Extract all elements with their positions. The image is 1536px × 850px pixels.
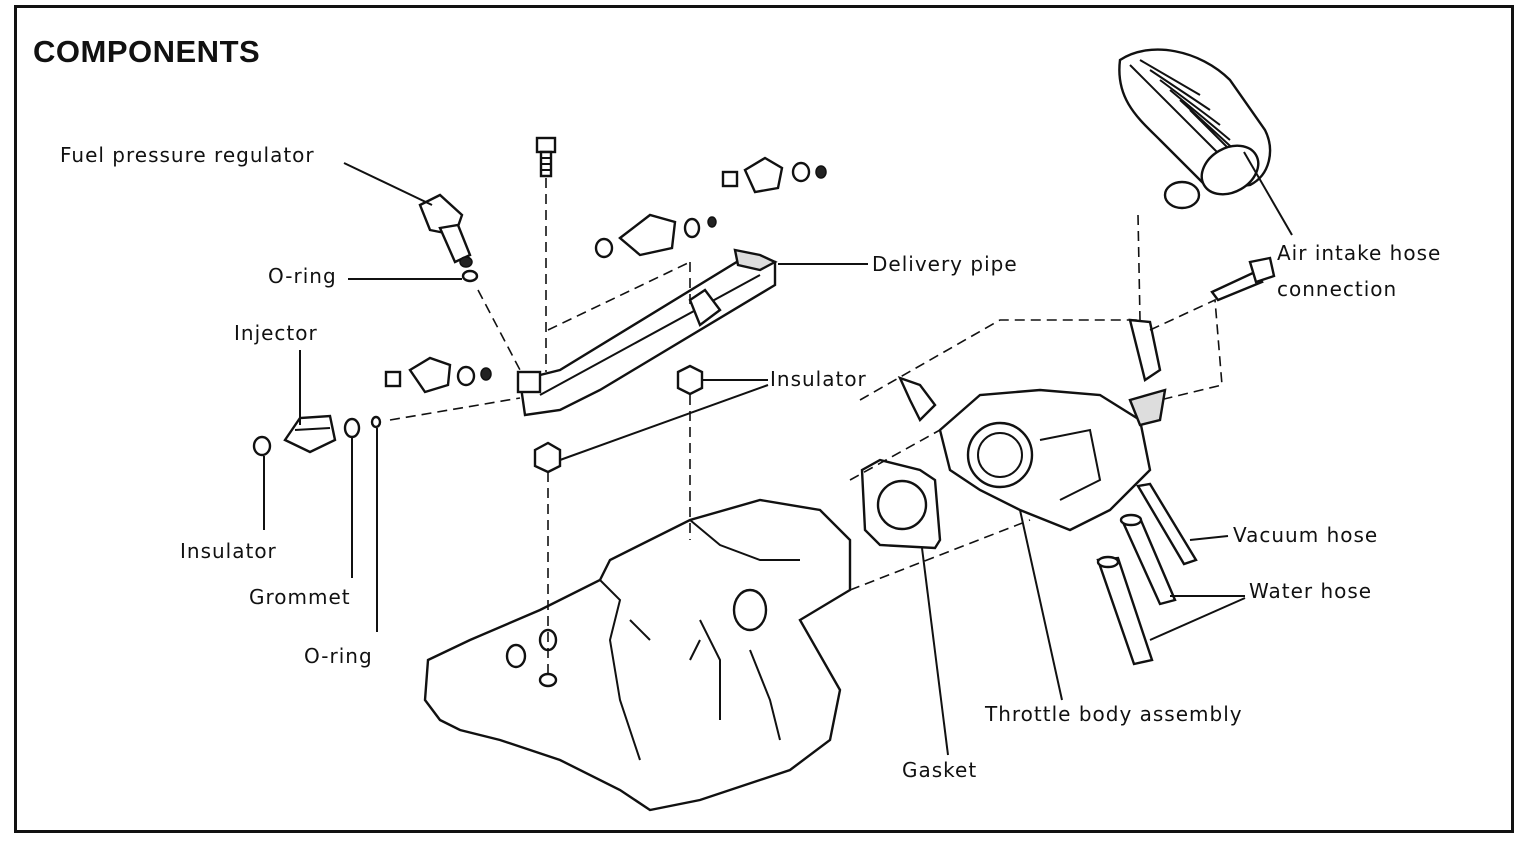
label-o-ring-bottom: O-ring bbox=[304, 644, 373, 668]
leader-lines bbox=[263, 151, 1293, 756]
injector-set-middle bbox=[384, 356, 492, 394]
delivery-pipe bbox=[516, 248, 778, 417]
injector-set-upper bbox=[594, 213, 717, 259]
throttle-bolt bbox=[1210, 256, 1276, 302]
label-injector: Injector bbox=[234, 321, 318, 345]
assembly-dashed-lines bbox=[389, 178, 1223, 680]
label-air-intake-hose: Air intake hose bbox=[1277, 241, 1442, 265]
injector-set-top bbox=[721, 156, 827, 194]
label-vacuum-hose: Vacuum hose bbox=[1233, 523, 1379, 547]
diagram-frame bbox=[14, 5, 1514, 833]
label-insulator-center: Insulator bbox=[770, 367, 867, 391]
injector-assembly-left bbox=[252, 414, 382, 457]
diagram-title: COMPONENTS bbox=[33, 34, 261, 69]
label-o-ring-top: O-ring bbox=[268, 264, 337, 288]
throttle-body bbox=[897, 318, 1167, 532]
label-water-hose: Water hose bbox=[1249, 579, 1373, 603]
bolt bbox=[535, 136, 557, 178]
label-grommet: Grommet bbox=[249, 585, 351, 609]
gasket-part bbox=[860, 458, 942, 550]
label-throttle-body-assembly: Throttle body assembly bbox=[985, 702, 1243, 726]
air-intake-hose bbox=[1118, 48, 1272, 210]
label-delivery-pipe: Delivery pipe bbox=[872, 252, 1018, 276]
label-insulator-left: Insulator bbox=[180, 539, 277, 563]
hoses bbox=[1096, 482, 1198, 666]
label-gasket: Gasket bbox=[902, 758, 978, 782]
intake-manifold bbox=[423, 498, 852, 812]
label-fuel-pressure-regulator: Fuel pressure regulator bbox=[60, 143, 315, 167]
insulator-center-parts bbox=[533, 364, 704, 474]
label-air-intake-connection: connection bbox=[1277, 277, 1398, 301]
fuel-pressure-regulator bbox=[418, 193, 479, 283]
